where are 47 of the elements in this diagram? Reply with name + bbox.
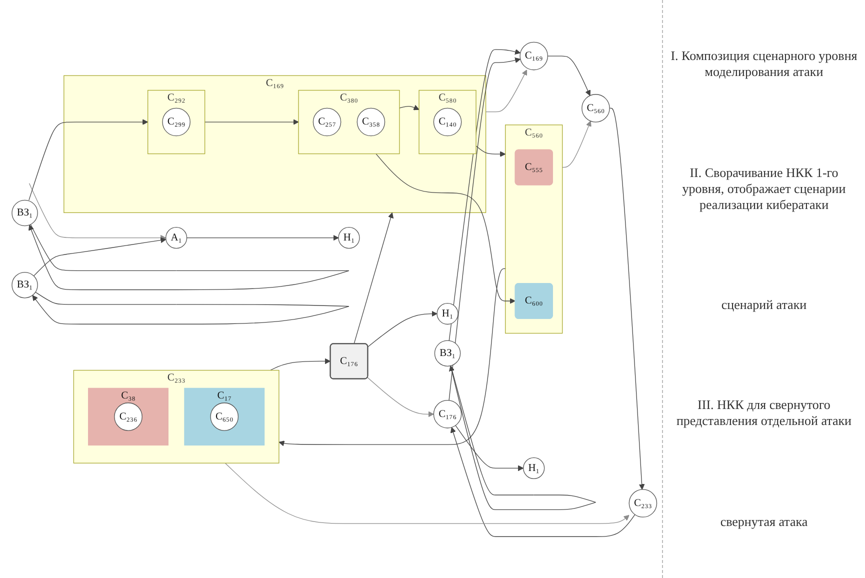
arrow <box>449 364 596 510</box>
arrow <box>399 104 420 110</box>
arrow <box>354 212 394 344</box>
arrow <box>204 118 299 124</box>
arrow <box>455 424 524 471</box>
arrow <box>28 118 148 200</box>
node-circle: C₆₅₀ <box>210 402 239 430</box>
node-circle: H₁ <box>523 456 545 479</box>
arrow <box>476 145 506 157</box>
node-circle: C₁₄₀ <box>433 107 462 136</box>
node-circle: C₂₃₃ <box>628 488 658 518</box>
node-circle: C₃₅₈ <box>356 107 386 136</box>
arrow <box>32 291 350 324</box>
node-circle: H₁ <box>436 302 458 324</box>
arrow <box>547 55 591 96</box>
arrow <box>278 268 506 446</box>
arrow <box>562 120 592 168</box>
arrow <box>450 426 636 537</box>
arrow <box>270 358 331 370</box>
node-circle: A₁ <box>166 226 188 248</box>
note-text: свернутая атака <box>719 514 809 530</box>
note-text: сценарий атаки <box>720 296 808 313</box>
arrow <box>224 462 630 524</box>
arrow <box>448 57 521 400</box>
node-circle: C₂₃₆ <box>114 402 142 430</box>
node-circle: ВЗ₁ <box>434 340 461 366</box>
arrow <box>609 107 645 490</box>
node-circle: ВЗ₁ <box>12 272 38 298</box>
node-circle: C₁₆₉ <box>520 41 548 70</box>
note-text: I. Композиция сценарного уровня моделирования атаки <box>670 48 858 80</box>
arrow <box>28 182 166 240</box>
arrow <box>368 310 438 347</box>
arrow <box>376 153 516 304</box>
arrow <box>28 224 350 290</box>
node-circle: C₅₆₀ <box>582 94 610 122</box>
node-circle: H₁ <box>338 226 360 248</box>
arrow <box>186 234 339 240</box>
node-circle: C₂₉₉ <box>162 107 190 136</box>
node-circle: C₁₇₆ <box>433 400 462 428</box>
note-text: II. Сворачивание НКК 1-го уровня, отображает сценарии реализации кибератаки <box>681 164 847 213</box>
arrow <box>33 236 166 276</box>
note-text: III. НКК для свернутого представления отдельной атаки <box>675 397 853 430</box>
node-circle: ВЗ₁ <box>12 199 38 226</box>
arrow <box>367 376 434 417</box>
arrow <box>485 69 528 112</box>
arrow <box>448 48 521 341</box>
node-circle: C₂₅₇ <box>312 107 342 136</box>
